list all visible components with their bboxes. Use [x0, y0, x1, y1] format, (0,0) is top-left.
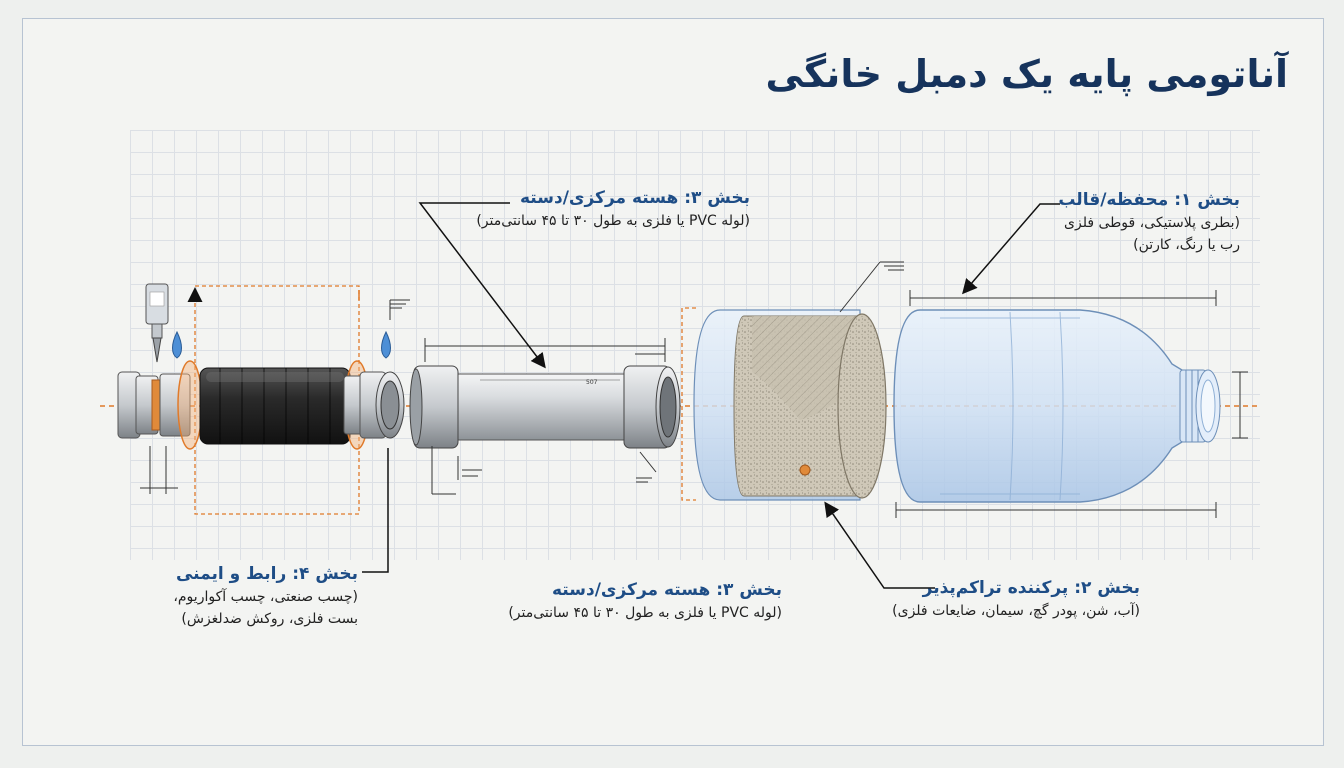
label-part4-line1: (چسب صنعتی، چسب آکواریوم، [173, 589, 358, 605]
label-part2-heading: بخش ۲: پرکننده تراکم‌پذیر [922, 578, 1140, 598]
label-part4-line2: بست فلزی، روکش ضدلغزش) [181, 611, 358, 627]
label-part3-bottom-heading: بخش ۳: هسته مرکزی/دسته [552, 580, 782, 600]
label-part3-bottom-line1: (لوله PVC یا فلزی به طول ۳۰ تا ۴۵ سانتی‌… [508, 605, 782, 621]
label-part2-line1: (آب، شن، پودر گچ، سیمان، ضایعات فلزی) [892, 603, 1140, 619]
glue-bottle-icon [145, 283, 169, 363]
label-part2: بخش ۲: پرکننده تراکم‌پذیر (آب، شن، پودر … [892, 576, 1140, 622]
label-part4: بخش ۴: رابط و ایمنی (چسب صنعتی، چسب آکوا… [173, 562, 358, 630]
page-title: آناتومی پایه یک دمبل خانگی [765, 52, 1289, 96]
label-part1-heading: بخش ۱: محفظه/قالب [1058, 190, 1240, 210]
pvc-pipe-handle: 507 [409, 202, 681, 495]
label-part1-line2: رب یا رنگ، کارتن) [1133, 237, 1240, 253]
droplet-icon [172, 330, 182, 359]
pipe-marking: 507 [586, 379, 598, 386]
assembled-handle [117, 283, 410, 573]
label-part1: بخش ۱: محفظه/قالب (بطری پلاستیکی، قوطی ف… [1058, 188, 1240, 256]
label-part4-heading: بخش ۴: رابط و ایمنی [175, 564, 358, 584]
label-part3-top: بخش ۳: هسته مرکزی/دسته (لوله PVC یا فلزی… [476, 186, 750, 232]
plastic-bottle-container [893, 203, 1248, 518]
label-part1-line1: (بطری پلاستیکی، قوطی فلزی [1064, 215, 1240, 231]
droplet-icon [381, 330, 391, 359]
filler-cylinder [681, 261, 935, 589]
label-part3-top-line1: (لوله PVC یا فلزی به طول ۳۰ تا ۴۵ سانتی‌… [476, 213, 750, 229]
label-part3-bottom: بخش ۳: هسته مرکزی/دسته (لوله PVC یا فلزی… [508, 578, 782, 624]
label-part3-top-heading: بخش ۳: هسته مرکزی/دسته [520, 188, 750, 208]
